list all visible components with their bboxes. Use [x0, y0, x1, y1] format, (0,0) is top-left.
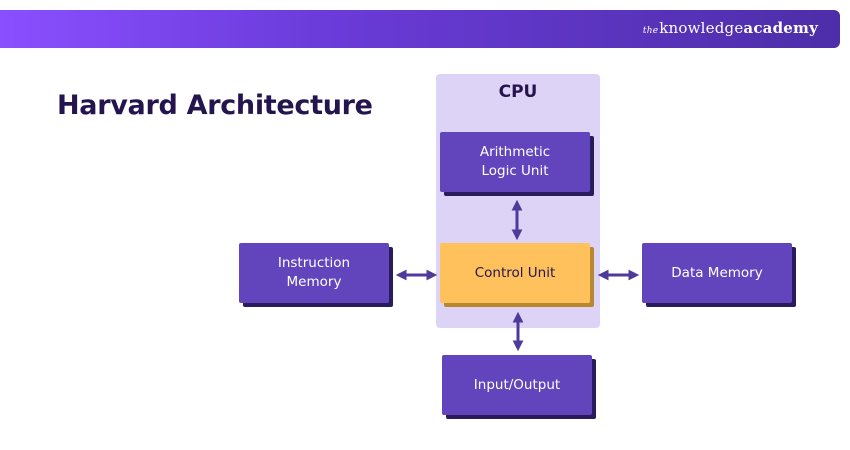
brand-logo-part2: academy: [743, 19, 818, 37]
input-output-block: Input/Output: [442, 355, 592, 415]
data-memory-block: Data Memory: [642, 243, 792, 303]
control-unit-label: Control Unit: [474, 264, 556, 281]
alu-block: Arithmetic Logic Unit: [440, 132, 590, 192]
instruction-memory-label: Instruction Memory: [277, 255, 351, 290]
brand-logo-part1: knowledge: [659, 19, 744, 37]
data-memory-label: Data Memory: [671, 264, 763, 281]
instruction-memory-block: Instruction Memory: [239, 243, 389, 303]
brand-logo: theknowledgeacademy: [643, 19, 818, 37]
diagram-title: Harvard Architecture: [57, 90, 373, 121]
input-output-label: Input/Output: [473, 376, 561, 393]
cpu-label: CPU: [498, 82, 538, 102]
brand-logo-prefix: the: [642, 26, 659, 36]
alu-label: Arithmetic Logic Unit: [479, 144, 551, 179]
control-unit-block: Control Unit: [440, 243, 590, 303]
brand-banner: theknowledgeacademy: [0, 10, 840, 48]
